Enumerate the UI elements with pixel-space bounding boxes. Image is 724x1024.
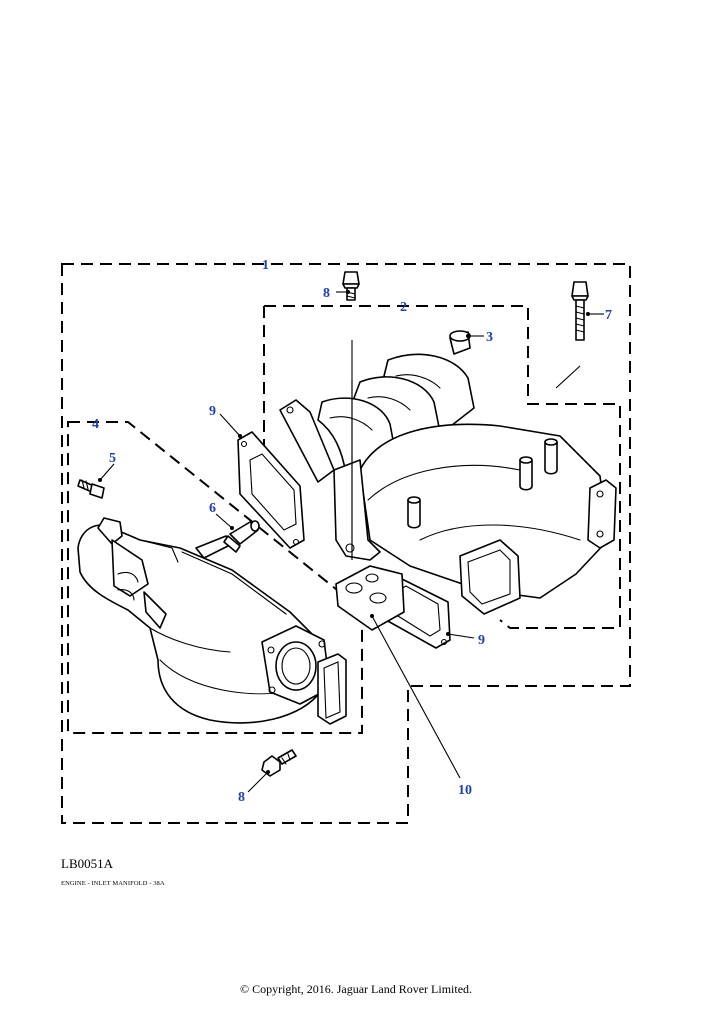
callout-8-bottom: 8 [238,790,245,805]
callout-1: 1 [262,258,269,273]
callout-labels: 1 2 3 4 5 6 7 8 8 9 9 10 [92,258,612,805]
short-bolt-top-part [342,271,360,301]
callout-10: 10 [458,783,472,798]
callout-7: 7 [605,308,612,323]
lower-manifold-part [77,517,347,725]
callout-3: 3 [486,330,493,345]
gasket-left-part [237,431,305,549]
fitting-part [223,520,260,553]
upper-manifold-part [279,353,617,615]
callout-8-top: 8 [323,286,330,301]
callout-4: 4 [92,417,99,432]
group-boundary-1 [61,263,631,824]
callout-2: 2 [400,300,407,315]
leader-lines [98,290,604,793]
callout-9-right: 9 [478,633,485,648]
drawing-caption: ENGINE - INLET MANIFOLD - 38A [61,880,165,887]
gasket-plate-part [335,565,405,631]
callout-9-left: 9 [209,404,216,419]
copyright-notice: © Copyright, 2016. Jaguar Land Rover Lim… [239,982,473,996]
group-boundary-4 [67,421,363,734]
drawing-code: LB0051A [61,856,113,871]
callout-5: 5 [109,451,116,466]
sensor-part [77,479,105,499]
long-bolt-part [555,281,589,389]
callout-6: 6 [209,501,216,516]
